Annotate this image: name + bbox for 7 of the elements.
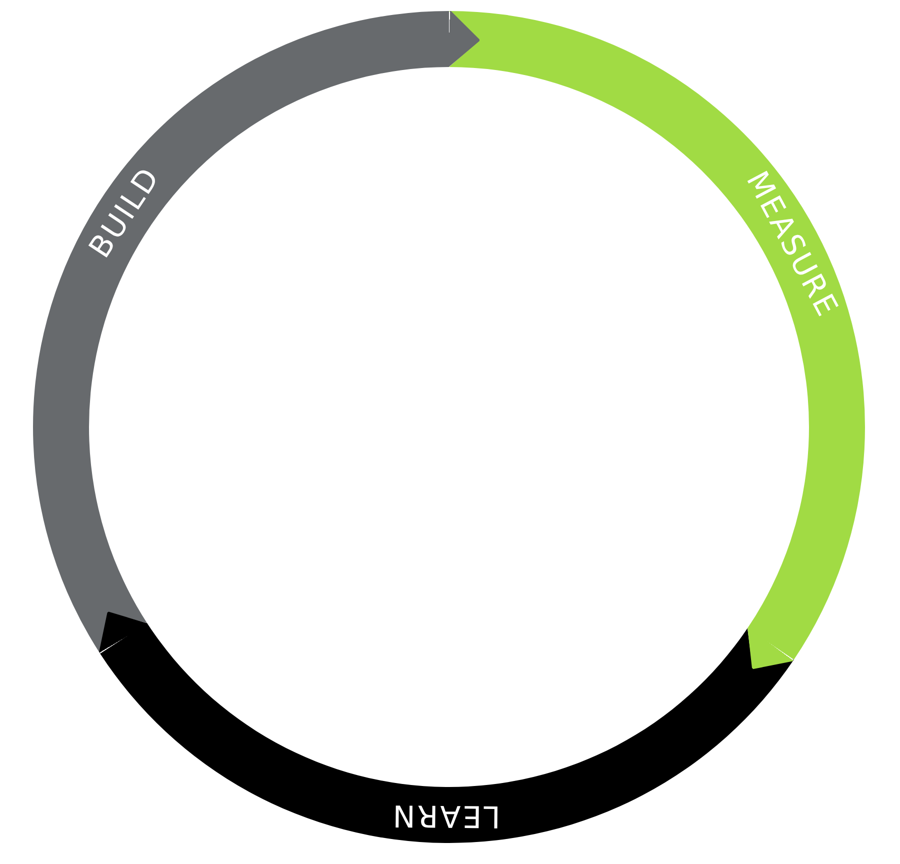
segment-label: LEARN (390, 800, 500, 830)
arrow (747, 626, 794, 670)
cycle-segment (449, 11, 865, 660)
cycle-segment (100, 623, 794, 843)
arrow (447, 10, 480, 68)
cycle-segment (34, 11, 449, 654)
arrow (98, 612, 148, 654)
